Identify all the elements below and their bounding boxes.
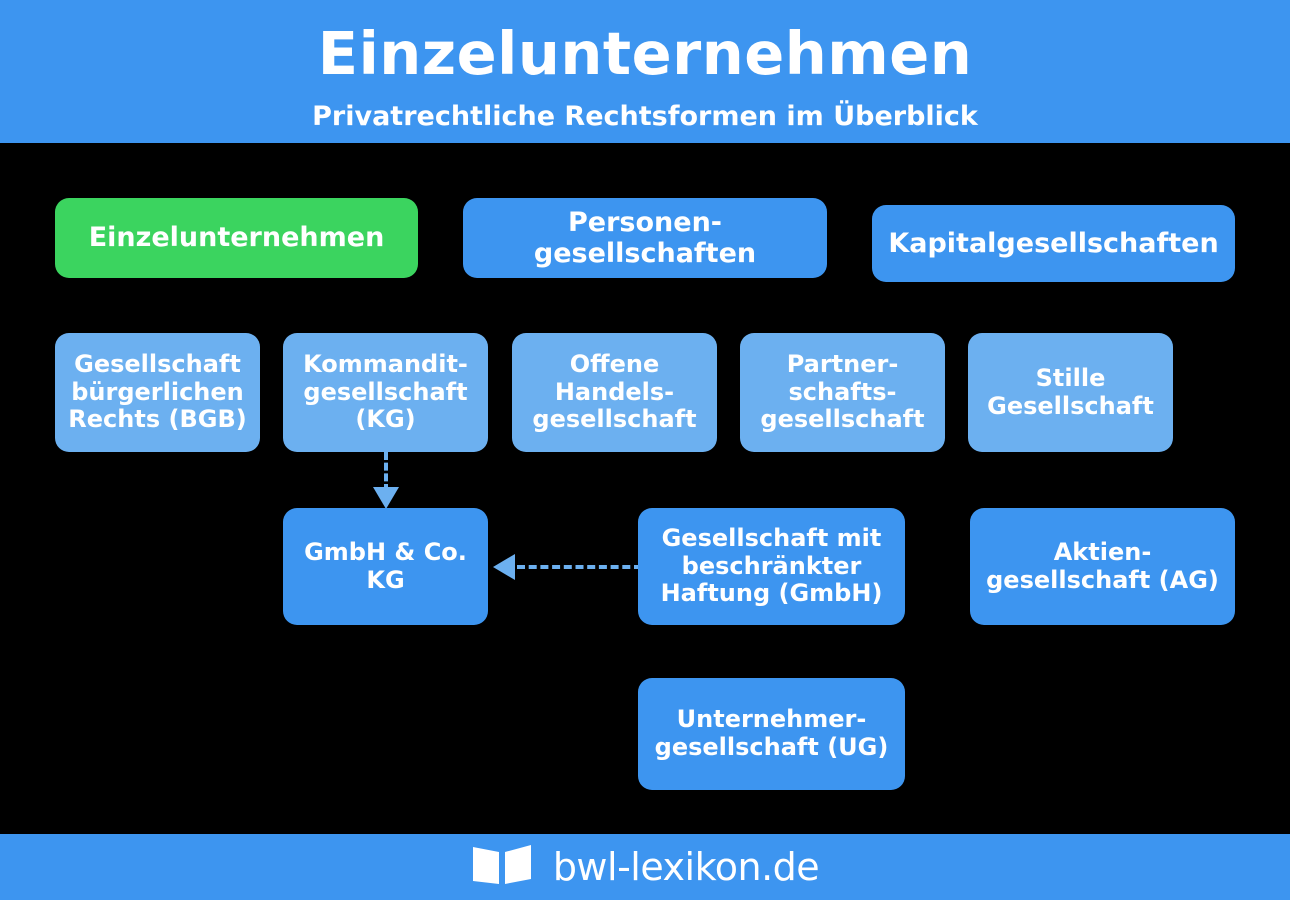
footer-banner: bwl-lexikon.de [0, 834, 1290, 900]
page-title: Einzelunternehmen [317, 19, 973, 88]
header-banner: Einzelunternehmen Privatrechtliche Recht… [0, 0, 1290, 143]
node-box-partg[interactable]: Partner- schafts- gesellschaft [740, 333, 945, 452]
node-box-gbr[interactable]: Gesellschaft bürgerlichen Rechts (BGB) [55, 333, 260, 452]
node-box-gmbhcokg[interactable]: GmbH & Co. KG [283, 508, 488, 625]
node-box-stille[interactable]: Stille Gesellschaft [968, 333, 1173, 452]
page-subtitle: Privatrechtliche Rechtsformen im Überbli… [312, 101, 978, 132]
footer-brand-label: bwl-lexikon.de [552, 845, 820, 889]
open-book-icon [471, 843, 535, 891]
category-box-kapitalgesellschaften[interactable]: Kapitalgesellschaften [872, 205, 1235, 282]
connector-gmbh-to-gmbhcokg-arrowhead [493, 554, 515, 580]
connector-kg-to-gmbhcokg-arrowhead [373, 487, 399, 509]
node-box-ag[interactable]: Aktien- gesellschaft (AG) [970, 508, 1235, 625]
node-box-ug[interactable]: Unternehmer- gesellschaft (UG) [638, 678, 905, 790]
node-box-ohg[interactable]: Offene Handels- gesellschaft [512, 333, 717, 452]
category-box-personengesellschaften[interactable]: Personen- gesellschaften [463, 198, 827, 278]
connector-gmbh-to-gmbhcokg-line [517, 565, 642, 569]
category-box-einzelunternehmen[interactable]: Einzelunternehmen [55, 198, 418, 278]
node-box-gmbh[interactable]: Gesellschaft mit beschränkter Haftung (G… [638, 508, 905, 625]
node-box-kg[interactable]: Kommandit- gesellschaft (KG) [283, 333, 488, 452]
connector-kg-to-gmbhcokg-line [384, 452, 388, 492]
